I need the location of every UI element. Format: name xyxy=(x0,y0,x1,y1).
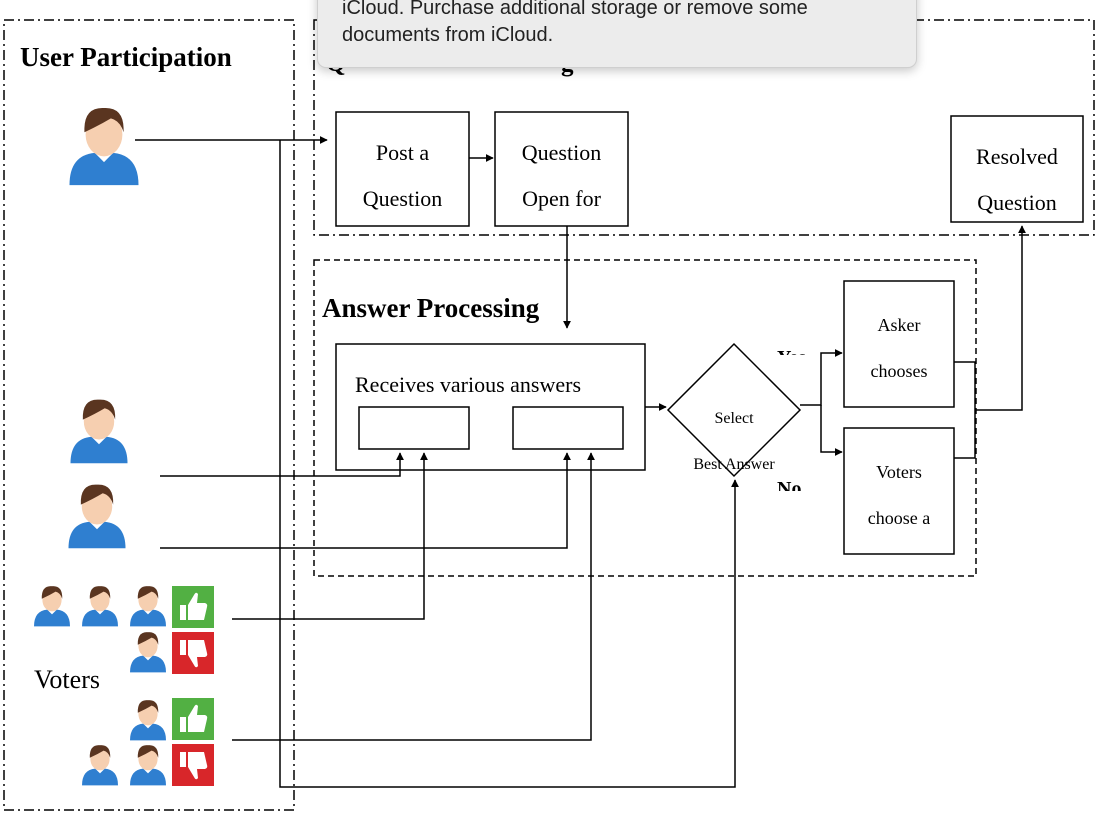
answerer2-connector xyxy=(160,452,571,549)
answerer1-connector xyxy=(160,452,404,477)
voters-choose-box xyxy=(843,427,955,555)
voter-person-icon xyxy=(130,745,166,786)
answerer2-person-icon xyxy=(68,484,126,549)
vote-group2-connector xyxy=(232,452,595,741)
answer-slot-1 xyxy=(358,406,470,450)
asker-person-icon xyxy=(69,108,139,186)
decision-no-connector xyxy=(820,405,843,456)
resolved-question-label: Resolved Question xyxy=(976,144,1058,215)
answer-slot-2 xyxy=(512,406,624,450)
post-question-box xyxy=(335,111,470,227)
resolved-question-box xyxy=(950,115,1084,223)
select-best-decision xyxy=(666,342,802,478)
notification-text-line2: documents from iCloud. xyxy=(342,24,554,46)
user-participation-title: User Participation xyxy=(20,42,232,72)
asker-to-decision-connector xyxy=(279,140,739,788)
asker-chooses-label: Asker chooses xyxy=(870,315,928,381)
thumbs-up-icon xyxy=(172,586,214,628)
voter-person-icon xyxy=(130,632,166,673)
voter-person-icon xyxy=(82,745,118,786)
branch-yes-label: Yes xyxy=(777,343,806,355)
branch-no-label: No xyxy=(777,478,802,491)
answerer1-person-icon xyxy=(70,399,128,464)
thumbs-down-icon xyxy=(172,744,214,786)
question-open-label: Question Open for xyxy=(521,140,602,211)
asker-merge-connector xyxy=(954,361,976,459)
voter-person-icon xyxy=(34,586,70,627)
answer-processing-title: Answer Processing xyxy=(322,293,540,323)
thumbs-up-icon xyxy=(172,698,214,740)
asker-chooses-box xyxy=(843,280,955,408)
receives-answers-label: Receives various answers xyxy=(355,372,582,397)
thumbs-down-icon xyxy=(172,632,214,674)
select-best-label: Select Best Answer xyxy=(693,410,775,473)
question-open-box xyxy=(494,111,629,227)
voters-label: Voters xyxy=(34,665,100,694)
voters-choose-label: Voters choose a xyxy=(867,462,931,528)
voter-person-icon xyxy=(130,586,166,627)
user-participation-frame xyxy=(3,19,295,811)
vote-group1-connector xyxy=(232,452,428,620)
answer-processing-frame xyxy=(313,259,977,577)
merge-to-resolved-connector xyxy=(975,225,1026,411)
notification-text-line1: iCloud. Purchase additional storage or r… xyxy=(342,0,808,19)
voter-person-icon xyxy=(82,586,118,627)
icloud-storage-notification[interactable]: iCloud. Purchase additional storage or r… xyxy=(317,0,917,68)
post-question-label: Post a Question xyxy=(362,140,443,211)
decision-split-connector xyxy=(800,349,843,406)
voter-person-icon xyxy=(130,700,166,741)
